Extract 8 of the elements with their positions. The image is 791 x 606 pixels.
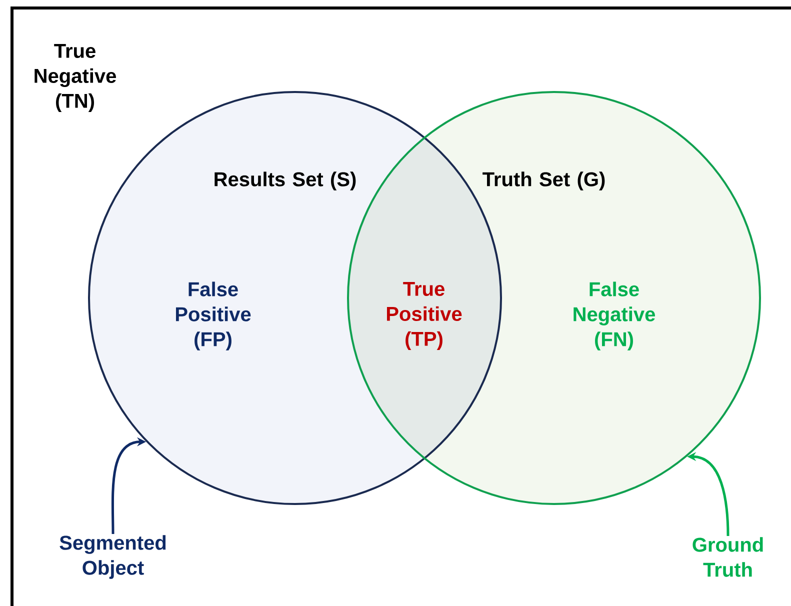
region-label: False Negative (FN)	[574, 282, 655, 350]
region-label: True Negative (TN)	[34, 44, 116, 112]
set-label: Truth Set (G)	[482, 172, 605, 190]
callout-label: Ground Truth	[692, 537, 763, 577]
callout-label: Segmented Object	[60, 535, 166, 579]
region-label: True Positive (TP)	[387, 282, 462, 350]
set-label: Results Set (S)	[214, 172, 356, 190]
region-label: False Positive (FP)	[176, 282, 251, 350]
